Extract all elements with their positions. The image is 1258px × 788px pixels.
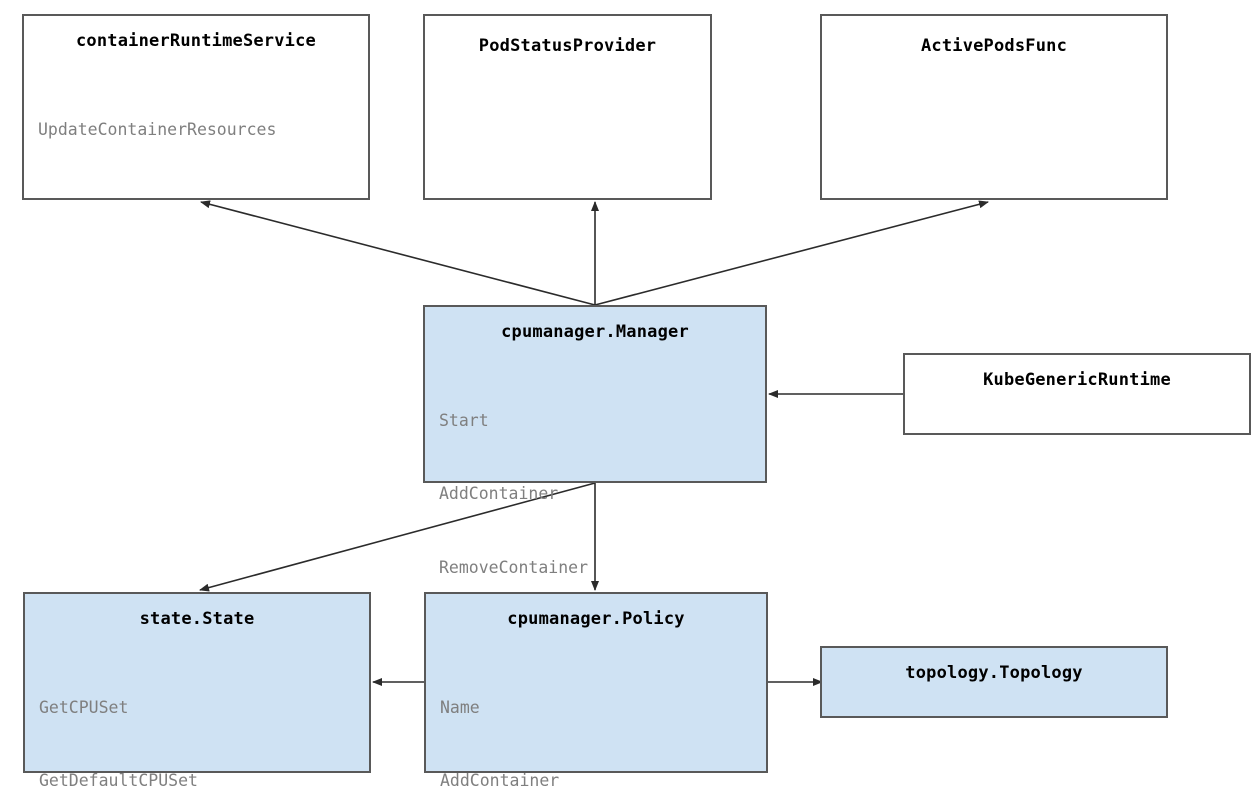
node-cpumanager-policy[interactable]: cpumanager.Policy Name AddContainer Remo… — [424, 592, 768, 788]
edge-manager-to-activepodsfunc — [594, 200, 989, 306]
node-title: containerRuntimeService — [75, 31, 316, 51]
member-item: UpdateContainerResources — [38, 120, 277, 140]
member-item: AddContainer — [440, 771, 560, 788]
node-kubegenericruntime[interactable]: KubeGenericRuntime — [903, 353, 1251, 435]
node-title: ActivePodsFunc — [920, 36, 1068, 56]
node-members: UpdateContainerResources — [38, 69, 368, 191]
member-item: GetCPUSet — [39, 698, 129, 718]
member-item: Start — [439, 411, 489, 431]
node-members: GetCPUSet GetDefaultCPUSet SetCPUSet Set… — [39, 647, 369, 788]
node-members: Name AddContainer RemoveContainer — [440, 647, 766, 788]
node-containerruntimeservice[interactable]: containerRuntimeService UpdateContainerR… — [22, 14, 370, 200]
node-title: cpumanager.Manager — [501, 322, 689, 342]
edge-manager-to-containerruntimeservice — [200, 200, 596, 306]
node-state-state[interactable]: state.State GetCPUSet GetDefaultCPUSet S… — [23, 592, 371, 788]
node-cpumanager-manager[interactable]: cpumanager.Manager Start AddContainer Re… — [423, 305, 767, 650]
node-topology-topology[interactable]: topology.Topology — [820, 646, 1168, 718]
member-item: RemoveContainer — [439, 557, 589, 577]
node-title: state.State — [139, 609, 255, 629]
member-item: Name — [440, 698, 480, 718]
node-podstatusprovider[interactable]: PodStatusProvider — [423, 14, 712, 200]
node-title: PodStatusProvider — [478, 36, 657, 56]
node-title: KubeGenericRuntime — [983, 370, 1171, 390]
node-title: topology.Topology — [905, 663, 1083, 683]
node-activepodsfunc[interactable]: ActivePodsFunc — [820, 14, 1168, 200]
member-item: GetDefaultCPUSet — [39, 771, 198, 788]
member-item: AddContainer — [439, 484, 559, 504]
node-title: cpumanager.Policy — [507, 609, 685, 629]
